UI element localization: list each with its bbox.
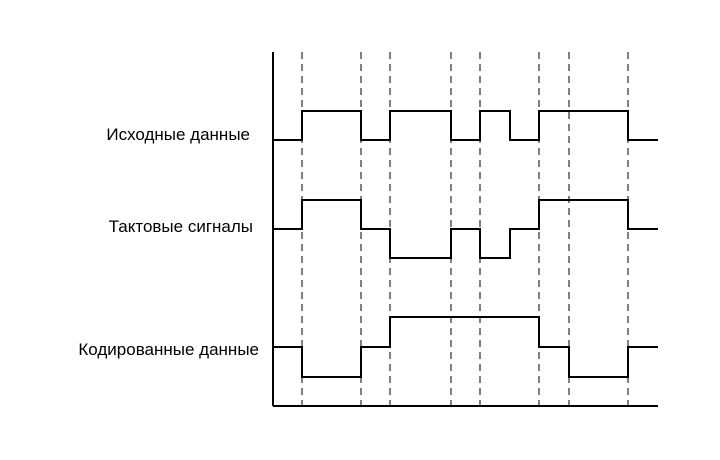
waveform-clock <box>273 199 658 259</box>
signal-label-source-data: Исходные данные <box>106 125 250 144</box>
signal-label-clock: Тактовые сигналы <box>109 217 253 236</box>
waveform-encoded-data <box>273 316 658 378</box>
waveform-source-data <box>273 110 658 141</box>
signal-label-encoded-data: Кодированные данные <box>78 340 259 359</box>
